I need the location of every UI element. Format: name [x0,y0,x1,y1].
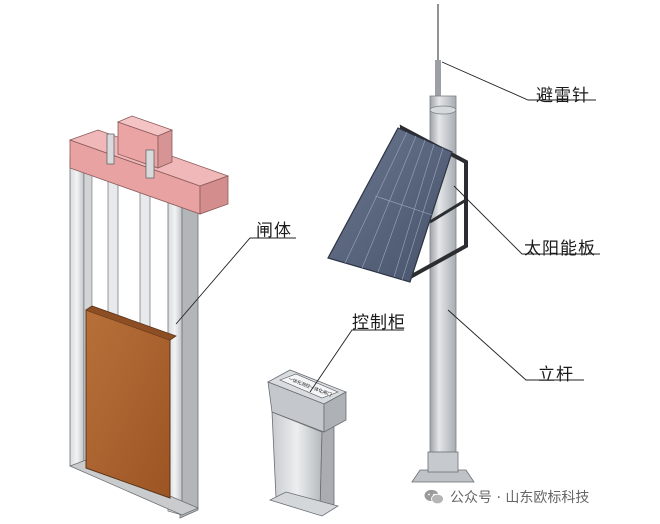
lightning-rod-base [435,60,441,98]
gate-leaf-edge [85,305,177,341]
leader-gate-body [175,237,296,325]
gate-frame-right-side [179,189,199,519]
label-solar-panel: 太阳能板 [524,239,596,259]
watermark: 公众号 · 山东欧标科技 [424,486,589,508]
pole-top-cap [429,105,457,115]
solar-panel-assembly [327,124,468,283]
wechat-icon [424,489,444,505]
gate-rail-2 [139,182,151,341]
gate-top-beam-side [199,175,229,215]
leader-pole [447,309,584,381]
cabinet-body-side [319,423,335,513]
gate-screw-stem-right [145,149,155,179]
cabinet-head-side [323,391,347,433]
gate-assembly [68,115,230,519]
label-lightning-rod: 避雷针 [536,86,590,106]
watermark-text: 公众号 · 山东欧标科技 [450,490,590,506]
label-gate-body: 闸体 [256,221,292,241]
gate-hoist-block-side [157,129,173,169]
leader-lightning-rod [441,61,596,101]
gate-screw-stem-left [106,133,115,165]
cabinet-nameplate [279,373,339,399]
control-cabinet-assembly: 一体化测控一体化闸门 [267,369,347,517]
pole-base-collar [427,451,459,473]
solar-panel-grid [344,131,444,281]
label-control-cabinet: 控制柜 [352,313,406,333]
leader-control-cabinet [309,329,404,393]
cabinet-base [268,491,339,517]
leader-solar-panel [453,185,600,255]
panel-bracket-cross [429,198,467,224]
gate-frame-left-post [69,157,85,471]
gate-rail-1 [107,171,119,331]
gate-leaf [85,309,171,499]
label-pole: 立杆 [538,365,574,385]
